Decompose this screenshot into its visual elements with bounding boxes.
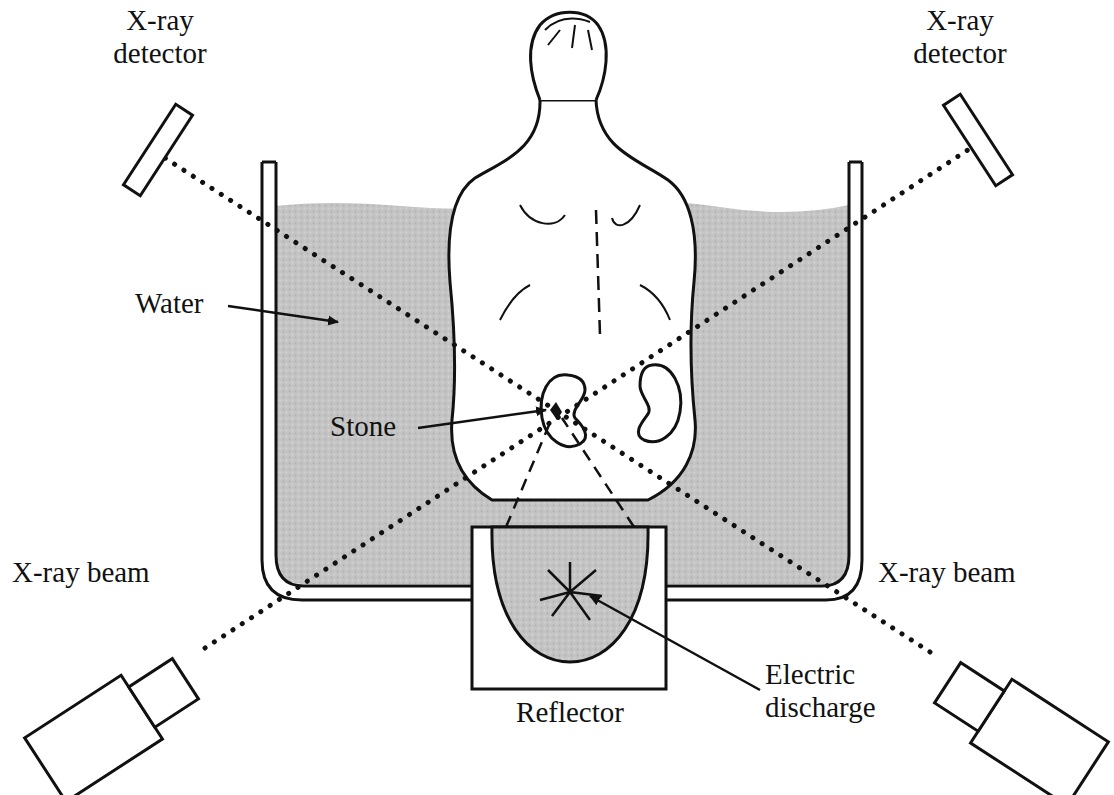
spine bbox=[596, 210, 600, 335]
xray-source bbox=[927, 651, 1108, 795]
patient-torso bbox=[449, 100, 696, 500]
discharge-label: Electric discharge bbox=[765, 658, 915, 724]
beam-label: X-ray beam bbox=[878, 556, 1108, 589]
kidney-left bbox=[541, 375, 585, 447]
leader-arrow bbox=[228, 306, 338, 322]
kidney-right bbox=[638, 365, 680, 442]
back-contours bbox=[500, 205, 670, 320]
reflector-label: Reflector bbox=[470, 696, 670, 729]
reflector-housing bbox=[472, 527, 666, 689]
xray-detector bbox=[943, 94, 1012, 185]
xray-path bbox=[205, 142, 980, 648]
beam-label: X-ray beam bbox=[12, 556, 262, 589]
leader-arrow bbox=[590, 596, 760, 690]
shock-wave-focus bbox=[506, 418, 634, 527]
xray-detector bbox=[123, 104, 192, 195]
detector-label: X-ray detector bbox=[95, 4, 225, 70]
xray-path bbox=[165, 158, 930, 652]
reflector-ellipsoid bbox=[492, 527, 648, 662]
patient-head bbox=[531, 12, 607, 100]
leader-arrow bbox=[418, 410, 546, 428]
stone-label: Stone bbox=[330, 410, 420, 443]
discharge-spark bbox=[540, 562, 602, 620]
water-label: Water bbox=[135, 287, 235, 320]
detector-label: X-ray detector bbox=[895, 4, 1025, 70]
xray-source bbox=[25, 647, 206, 795]
hair bbox=[545, 19, 592, 50]
